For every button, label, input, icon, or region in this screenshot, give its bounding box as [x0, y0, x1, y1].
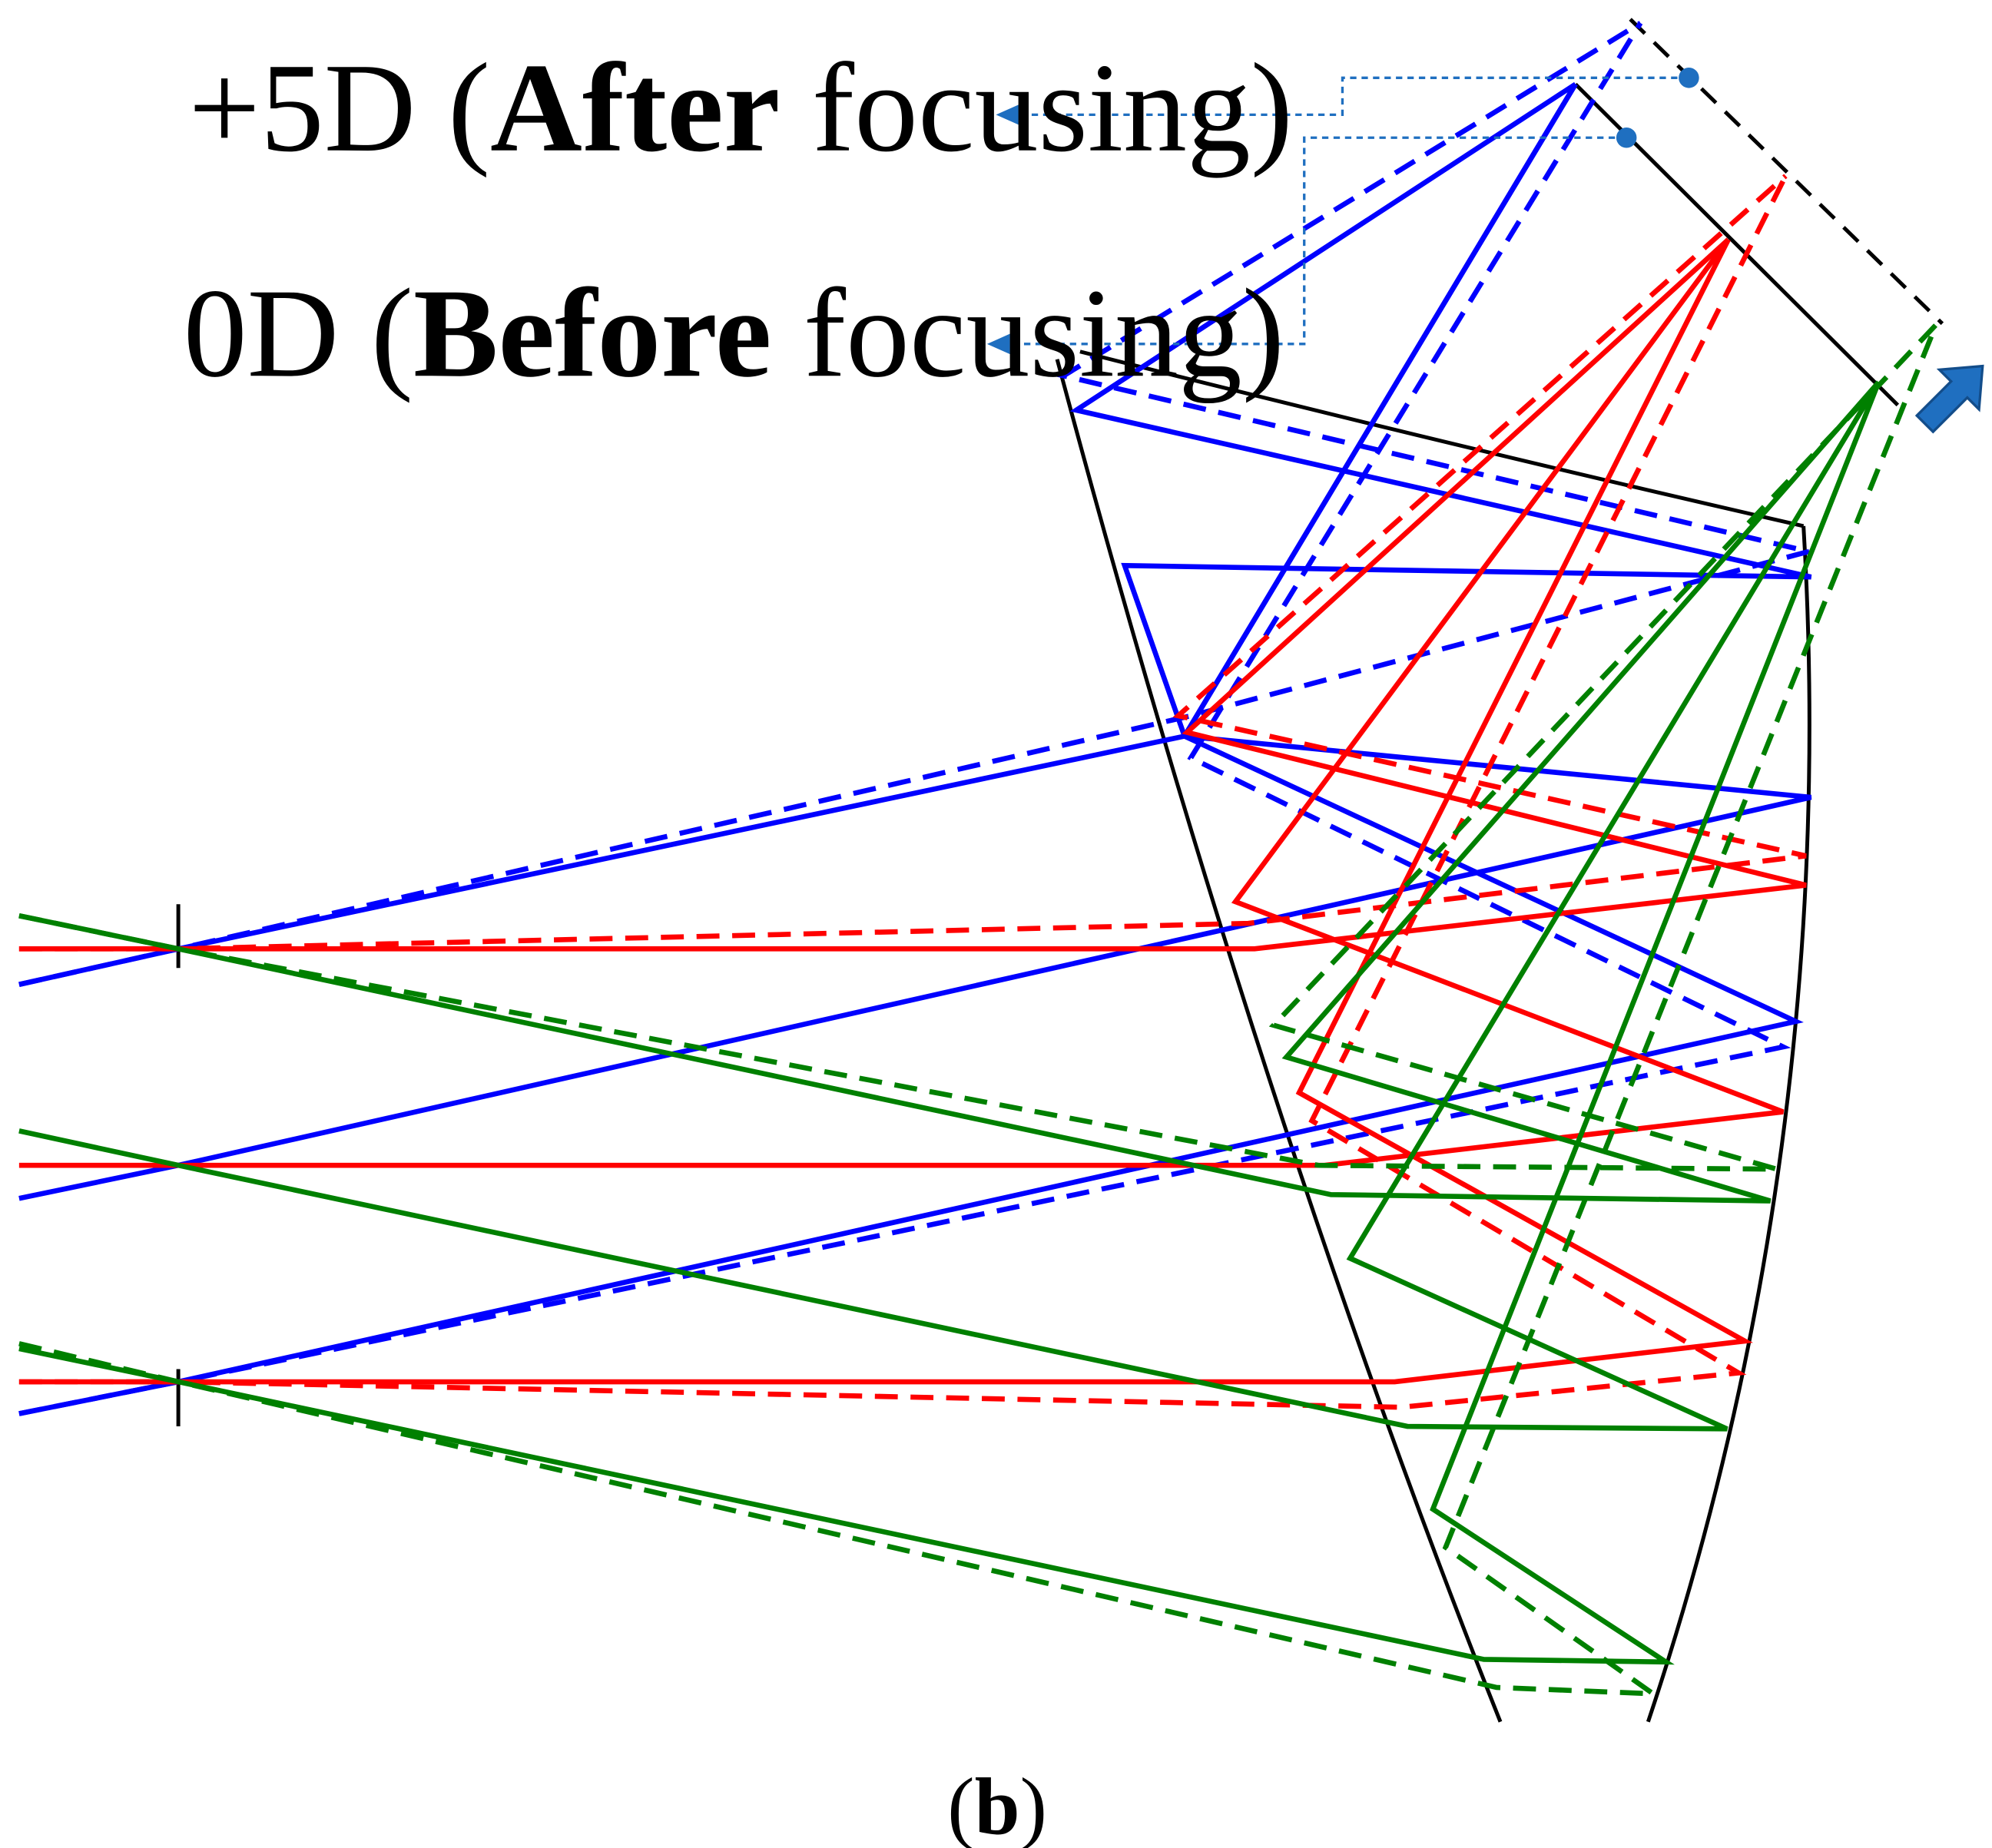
ray-top-field-dashed [18, 22, 1791, 1416]
ray-top-field-solid [18, 82, 1812, 1201]
figure-caption: (b) [947, 1761, 1047, 1848]
ray-bottom-field-dashed [18, 323, 1939, 1697]
after-focusing-leader [1015, 76, 1689, 117]
before-focusing-leader [1006, 136, 1627, 346]
ray-center-field-solid [18, 238, 1753, 1385]
before-focusing-marker-dot [1616, 127, 1637, 148]
ray-bundle-top-field [18, 21, 1812, 1416]
ray-center-field-dashed [18, 174, 1788, 1410]
before-focusing-label: 0D (Before focusing) [184, 262, 1284, 403]
top-freeform-surface [1079, 349, 1805, 528]
ray-bundle-bottom-field [18, 323, 1939, 1697]
front-curved-surface [1055, 359, 1503, 1723]
ray-bottom-field-solid [18, 380, 1881, 1432]
display-shift-arrow-icon [1914, 364, 1984, 434]
ray-center-field-dashed [18, 174, 1807, 952]
rear-curved-surface [1646, 525, 1811, 1723]
ray-center-field-solid [18, 237, 1807, 952]
after-focusing-marker-dot [1679, 68, 1699, 88]
display-plane-before [1629, 18, 1944, 326]
ray-top-field-solid [18, 81, 1812, 987]
ray-bottom-field-solid [18, 380, 1881, 1204]
before-focusing-arrowhead [986, 333, 1010, 355]
ray-bundle-center-field [18, 174, 1807, 1410]
annotation-markers [986, 68, 1699, 355]
annotation-leaders [1006, 76, 1689, 346]
ray-top-field-dashed [18, 21, 1810, 987]
ray-bottom-field-dashed [18, 323, 1938, 1172]
after-focusing-label: +5D (After focusing) [188, 37, 1293, 178]
ray-bottom-field-solid [18, 381, 1881, 1665]
after-focusing-arrowhead [996, 104, 1019, 125]
